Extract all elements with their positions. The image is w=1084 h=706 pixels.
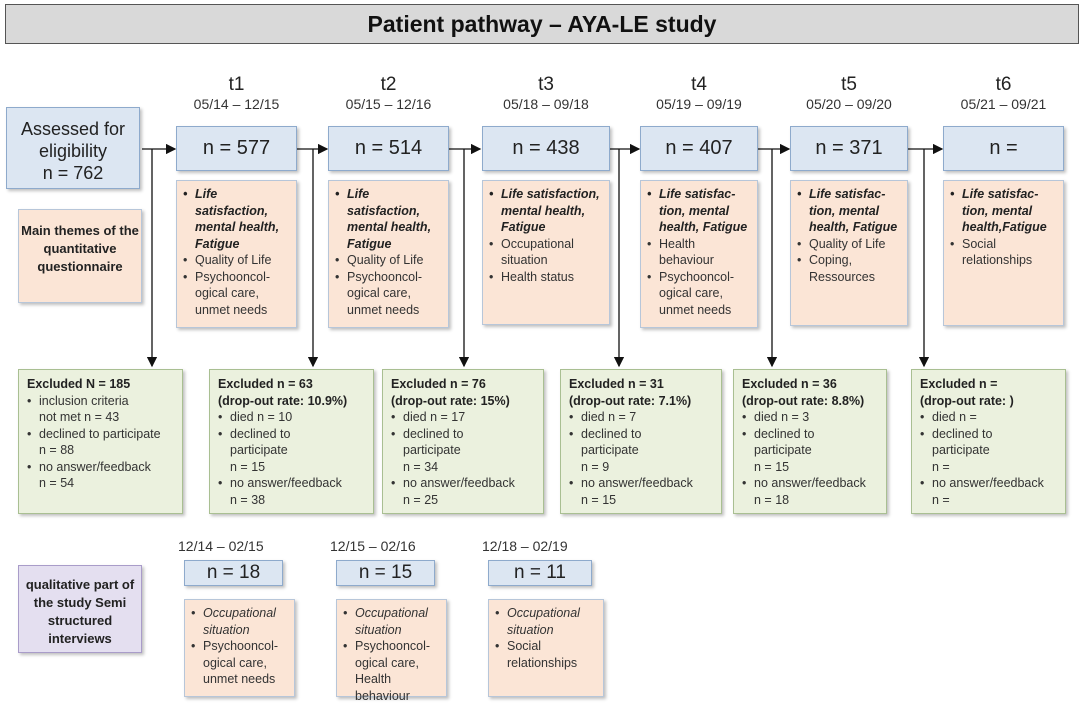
excluded-rate: (drop-out rate: 7.1%) bbox=[569, 393, 692, 408]
excluded-head: Excluded n = bbox=[920, 377, 998, 391]
eligibility-label: Assessed for eligibility bbox=[20, 119, 126, 161]
excluded-item: died n = 10 bbox=[218, 409, 365, 426]
timepoint-label-t4: t4 bbox=[691, 74, 707, 95]
timepoint-themes-t6: Life satisfac- tion, mental health,Fatig… bbox=[943, 180, 1064, 326]
timepoint-n-box-t5: n = 371 bbox=[790, 126, 908, 171]
excluded-item: no answer/feedback n = 54 bbox=[27, 459, 174, 492]
qualitative-dates-1: 12/15 – 02/16 bbox=[330, 538, 416, 554]
excluded-box-2: Excluded n = 76 (drop-out rate: 15%)died … bbox=[382, 369, 544, 514]
qualitative-theme-italic: Occupational situation bbox=[191, 605, 288, 638]
timepoint-dates-t3: 05/18 – 09/18 bbox=[503, 96, 589, 112]
qualitative-theme-italic: Occupational situation bbox=[495, 605, 597, 638]
timepoint-label-t5: t5 bbox=[841, 74, 857, 95]
excluded-head: Excluded n = 36 bbox=[742, 377, 837, 391]
theme-item-bold: Life satisfaction, mental health, Fatigu… bbox=[335, 186, 442, 252]
theme-item: Psychooncol- ogical care, unmet needs bbox=[335, 269, 442, 319]
theme-item-bold: Life satisfac- tion, mental health, Fati… bbox=[647, 186, 751, 236]
qualitative-theme-italic: Occupational situation bbox=[343, 605, 440, 638]
timepoint-n-box-t3: n = 438 bbox=[482, 126, 610, 171]
excluded-head: Excluded n = 63 bbox=[218, 377, 313, 391]
timepoint-dates-t2: 05/15 – 12/16 bbox=[345, 96, 432, 112]
excluded-box-5: Excluded n = (drop-out rate: )died n =dec… bbox=[911, 369, 1066, 514]
excluded-rate: (drop-out rate: ) bbox=[920, 393, 1014, 408]
excluded-item: no answer/feedback n = 15 bbox=[569, 475, 713, 508]
theme-item-bold: Life satisfaction, mental health, Fatigu… bbox=[183, 186, 290, 252]
timepoint-n-box-t1: n = 577 bbox=[176, 126, 297, 171]
timepoint-label-t3: t3 bbox=[538, 74, 554, 95]
theme-item: Health behaviour bbox=[647, 236, 751, 269]
excluded-rate: (drop-out rate: 15%) bbox=[391, 393, 510, 408]
excluded-head: Excluded N = 185 bbox=[27, 377, 131, 391]
excluded-item: declined to participate n = 88 bbox=[27, 426, 174, 459]
excluded-item: inclusion criteria not met n = 43 bbox=[27, 393, 174, 426]
theme-item: Coping, Ressources bbox=[797, 252, 901, 285]
excluded-item: no answer/feedback n = 25 bbox=[391, 475, 535, 508]
theme-item: Occupational situation bbox=[489, 236, 603, 269]
theme-item: Quality of Life bbox=[183, 252, 290, 269]
timepoint-themes-t2: Life satisfaction, mental health, Fatigu… bbox=[328, 180, 449, 328]
qualitative-dates-2: 12/18 – 02/19 bbox=[482, 538, 568, 554]
qualitative-dates-0: 12/14 – 02/15 bbox=[178, 538, 264, 554]
theme-item: Quality of Life bbox=[335, 252, 442, 269]
theme-item: Psychooncol- ogical care, unmet needs bbox=[183, 269, 290, 319]
excluded-item: declined to participate n = 15 bbox=[218, 426, 365, 476]
qualitative-n-box-2: n = 11 bbox=[488, 560, 592, 586]
timepoint-label-t2: t2 bbox=[380, 74, 397, 95]
timepoint-dates-t1: 05/14 – 12/15 bbox=[193, 96, 280, 112]
timepoint-themes-t1: Life satisfaction, mental health, Fatigu… bbox=[176, 180, 297, 328]
main-themes-label: Main themes of the quantitative question… bbox=[18, 209, 142, 303]
qualitative-themes-1: Occupational situationPsychooncol- ogica… bbox=[336, 599, 447, 703]
qualitative-theme: Psychooncol- ogical care, unmet needs bbox=[191, 638, 288, 688]
timepoint-dates-t5: 05/20 – 09/20 bbox=[806, 96, 892, 112]
qualitative-n-box-0: n = 18 bbox=[184, 560, 283, 586]
timepoint-n-box-t6: n = bbox=[943, 126, 1064, 171]
theme-item: Social relationships bbox=[950, 236, 1057, 269]
timepoint-themes-t4: Life satisfac- tion, mental health, Fati… bbox=[640, 180, 758, 328]
timepoint-dates-t6: 05/21 – 09/21 bbox=[960, 96, 1047, 112]
excluded-item: declined to participate n = 15 bbox=[742, 426, 878, 476]
excluded-item: died n = bbox=[920, 409, 1057, 426]
excluded-item: no answer/feedback n = 38 bbox=[218, 475, 365, 508]
eligibility-n: n = 762 bbox=[42, 163, 104, 183]
qualitative-theme: Psychooncol- ogical care, Health behavio… bbox=[343, 638, 440, 704]
excluded-rate: (drop-out rate: 8.8%) bbox=[742, 393, 865, 408]
qualitative-label: qualitative part of the study Semi struc… bbox=[18, 565, 142, 653]
eligibility-box: Assessed for eligibility n = 762 bbox=[6, 107, 140, 189]
timepoint-themes-t5: Life satisfac- tion, mental health, Fati… bbox=[790, 180, 908, 326]
theme-item: Psychooncol- ogical care, unmet needs bbox=[647, 269, 751, 319]
excluded-box-3: Excluded n = 31 (drop-out rate: 7.1%)died… bbox=[560, 369, 722, 514]
theme-item-bold: Life satisfac- tion, mental health,Fatig… bbox=[950, 186, 1057, 236]
timepoint-n-box-t2: n = 514 bbox=[328, 126, 449, 171]
excluded-box-4: Excluded n = 36 (drop-out rate: 8.8%)died… bbox=[733, 369, 887, 514]
qualitative-n-box-1: n = 15 bbox=[336, 560, 435, 586]
timepoint-label-t6: t6 bbox=[995, 74, 1012, 95]
excluded-rate: (drop-out rate: 10.9%) bbox=[218, 393, 348, 408]
excluded-head: Excluded n = 76 bbox=[391, 377, 486, 391]
excluded-item: no answer/feedback n = bbox=[920, 475, 1057, 508]
timepoint-dates-t4: 05/19 – 09/19 bbox=[656, 96, 742, 112]
qualitative-theme: Social relationships bbox=[495, 638, 597, 671]
excluded-item: declined to participate n = 9 bbox=[569, 426, 713, 476]
excluded-item: declined to participate n = 34 bbox=[391, 426, 535, 476]
excluded-item: died n = 7 bbox=[569, 409, 713, 426]
timepoint-label-t1: t1 bbox=[228, 74, 245, 95]
excluded-box-1: Excluded n = 63 (drop-out rate: 10.9%)die… bbox=[209, 369, 374, 514]
theme-item: Health status bbox=[489, 269, 603, 286]
excluded-head: Excluded n = 31 bbox=[569, 377, 664, 391]
excluded-item: no answer/feedback n = 18 bbox=[742, 475, 878, 508]
excluded-item: died n = 3 bbox=[742, 409, 878, 426]
excluded-item: died n = 17 bbox=[391, 409, 535, 426]
theme-item: Quality of Life bbox=[797, 236, 901, 253]
qualitative-themes-2: Occupational situationSocial relationshi… bbox=[488, 599, 604, 697]
qualitative-themes-0: Occupational situationPsychooncol- ogica… bbox=[184, 599, 295, 697]
diagram-title: Patient pathway – AYA-LE study bbox=[5, 4, 1079, 44]
theme-item-bold: Life satisfac- tion, mental health, Fati… bbox=[797, 186, 901, 236]
theme-item-bold: Life satisfaction, mental health, Fatigu… bbox=[489, 186, 603, 236]
excluded-item: declined to participate n = bbox=[920, 426, 1057, 476]
timepoint-n-box-t4: n = 407 bbox=[640, 126, 758, 171]
timepoint-themes-t3: Life satisfaction, mental health, Fatigu… bbox=[482, 180, 610, 325]
excluded-box-0: Excluded N = 185 inclusion criteria not m… bbox=[18, 369, 183, 514]
